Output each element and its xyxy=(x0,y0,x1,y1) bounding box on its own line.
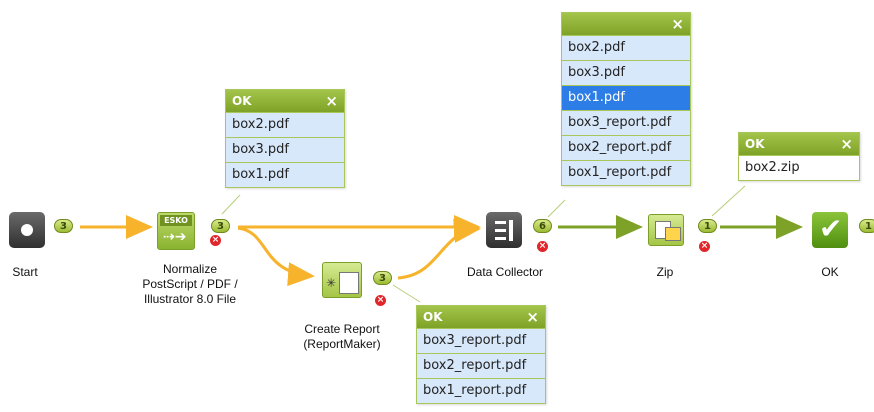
node-label-normalize: Normalize PostScript / PDF / Illustrator… xyxy=(142,262,238,306)
checkmark-icon: ✔ xyxy=(812,212,848,248)
count-badge-ok: 1 xyxy=(859,219,874,233)
panel-title: OK xyxy=(745,137,765,151)
node-label-collector: Data Collector xyxy=(466,265,544,279)
close-icon[interactable]: × xyxy=(840,135,853,153)
panel-header: × xyxy=(562,13,690,35)
error-icon: × xyxy=(537,241,548,252)
node-label-report: Create Report (ReportMaker) xyxy=(303,322,381,351)
file-row[interactable]: box2_report.pdf xyxy=(417,353,545,378)
panel-header: OK × xyxy=(739,133,859,155)
esko-badge: ESKO xyxy=(160,215,192,226)
error-icon: × xyxy=(210,235,221,246)
count-badge-report: 3 xyxy=(373,271,392,285)
file-row[interactable]: box2.pdf xyxy=(226,112,344,137)
file-row[interactable]: box2.zip xyxy=(739,155,859,180)
file-row[interactable]: box2_report.pdf xyxy=(562,135,690,160)
panel-title: OK xyxy=(423,310,443,324)
report-icon: ✳ xyxy=(322,262,362,298)
file-list-panel-collector: × box2.pdf box3.pdf box1.pdf box3_report… xyxy=(561,12,691,186)
file-list-panel-normalize: OK × box2.pdf box3.pdf box1.pdf xyxy=(225,89,345,188)
file-row[interactable]: box3.pdf xyxy=(562,60,690,85)
file-row[interactable]: box3_report.pdf xyxy=(417,328,545,353)
panel-pointer-normalize xyxy=(221,194,241,215)
node-zip[interactable] xyxy=(648,214,684,246)
count-badge-normalize: 3 xyxy=(211,219,230,233)
file-list-panel-report: OK × box3_report.pdf box2_report.pdf box… xyxy=(416,305,546,404)
node-create-report[interactable]: ✳ xyxy=(322,262,362,298)
start-icon xyxy=(9,212,45,248)
error-icon: × xyxy=(375,295,386,306)
panel-title: OK xyxy=(232,94,252,108)
close-icon[interactable]: × xyxy=(526,308,539,326)
panel-pointer-report xyxy=(392,284,421,303)
count-badge-zip: 1 xyxy=(698,219,717,233)
count-badge-start: 3 xyxy=(54,219,73,233)
node-label-ok: OK xyxy=(821,265,839,279)
panel-pointer-collector xyxy=(547,199,566,218)
panel-header: OK × xyxy=(417,306,545,328)
file-row-selected[interactable]: box1.pdf xyxy=(562,85,690,110)
file-row[interactable]: box3_report.pdf xyxy=(562,110,690,135)
error-icon: × xyxy=(699,241,710,252)
panel-header: OK × xyxy=(226,90,344,112)
node-start[interactable] xyxy=(9,212,45,248)
zip-icon xyxy=(648,214,684,246)
file-list-panel-zip: OK × box2.zip xyxy=(738,132,860,181)
node-label-zip: Zip xyxy=(656,265,674,279)
file-row[interactable]: box1_report.pdf xyxy=(417,378,545,403)
node-label-start: Start xyxy=(12,265,38,279)
file-row[interactable]: box1.pdf xyxy=(226,162,344,187)
count-badge-collector: 6 xyxy=(533,219,552,233)
close-icon[interactable]: × xyxy=(671,15,684,33)
file-row[interactable]: box2.pdf xyxy=(562,35,690,60)
file-row[interactable]: box3.pdf xyxy=(226,137,344,162)
node-ok[interactable]: ✔ xyxy=(812,212,848,248)
connector-normalize-report xyxy=(237,226,315,287)
data-collector-icon xyxy=(486,212,522,248)
connector-report-collector xyxy=(397,218,481,280)
panel-pointer-zip xyxy=(711,185,746,217)
close-icon[interactable]: × xyxy=(325,92,338,110)
file-row[interactable]: box1_report.pdf xyxy=(562,160,690,185)
normalize-icon: ESKO ⇢➔ xyxy=(157,212,195,250)
node-data-collector[interactable] xyxy=(486,212,522,248)
node-normalize[interactable]: ESKO ⇢➔ xyxy=(157,212,195,250)
